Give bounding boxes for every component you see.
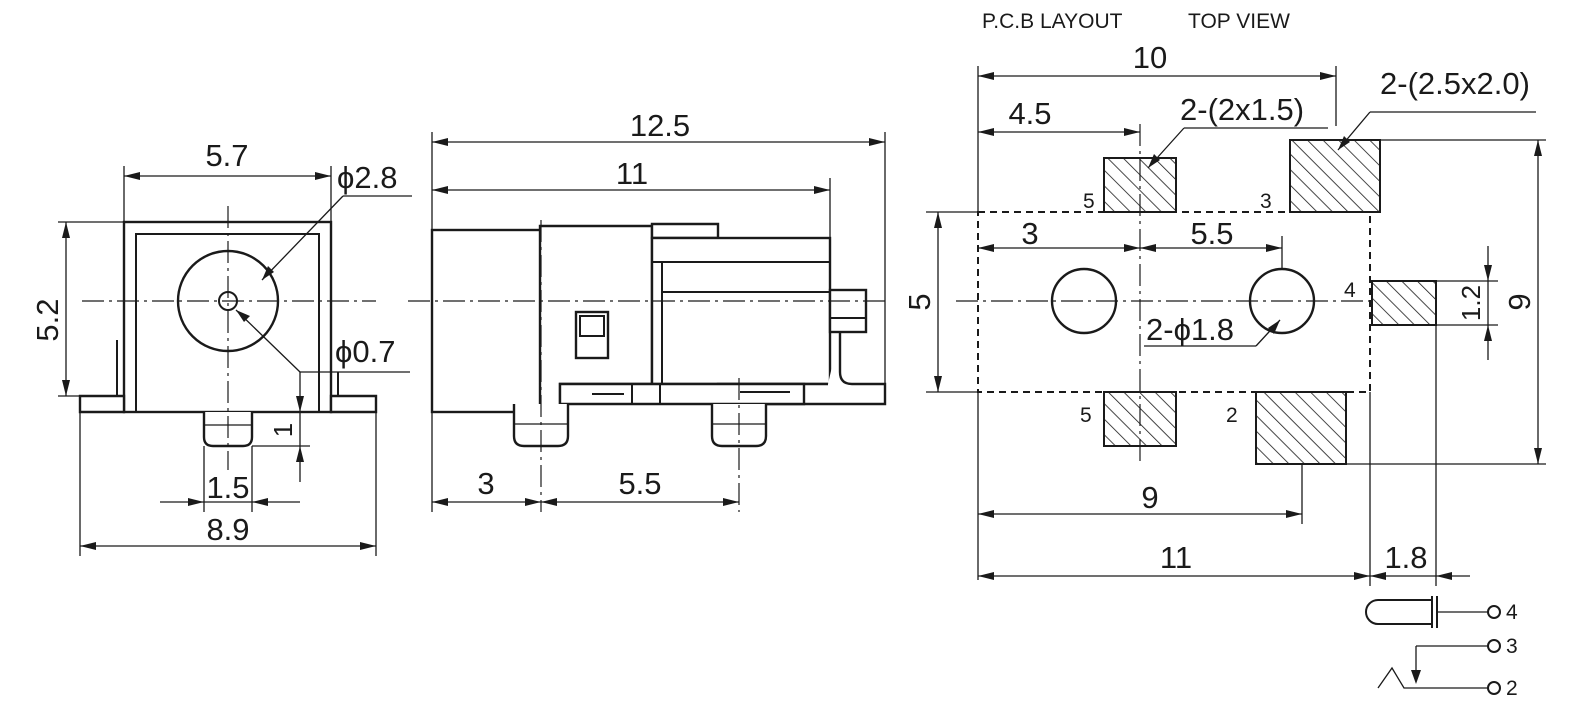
- pin-label-4: 4: [1344, 279, 1356, 302]
- dim-pcb-top-width: 10: [1133, 40, 1167, 75]
- dim-pcb-body-height: 5: [902, 293, 937, 310]
- side-front-sleeve: [430, 228, 544, 414]
- dim-front-height: 5.2: [30, 298, 65, 341]
- side-bottom-base: [558, 382, 806, 406]
- pin-label-5-top: 5: [1083, 190, 1095, 213]
- dim-front-leg: 1: [268, 423, 298, 437]
- dim-pcb-bottom-span: 9: [1141, 480, 1158, 515]
- dim-side-overall-length: 12.5: [630, 108, 690, 143]
- dim-front-leg-width: 1.5: [206, 470, 249, 505]
- side-view: 12.5 11 3 5.5: [408, 108, 890, 512]
- title-top-view: TOP VIEW: [1188, 10, 1290, 33]
- pin-label-2: 2: [1226, 404, 1238, 427]
- dim-pcb-large-pads: 2-(2.5x2.0): [1380, 66, 1530, 101]
- pcb-layout-view: P.C.B LAYOUT TOP VIEW 5 3 4 5 2 10 4: [902, 10, 1546, 586]
- dim-pcb-pad-offset: 4.5: [1008, 96, 1051, 131]
- schematic-terminal-2: [1487, 681, 1501, 695]
- schematic-pin-4: 4: [1506, 601, 1518, 624]
- front-left-foot: [78, 394, 126, 414]
- dim-front-overall-width: 8.9: [206, 512, 249, 547]
- schematic-terminal-3: [1487, 639, 1501, 653]
- schematic-pin-3: 3: [1506, 635, 1518, 658]
- side-rear-contact: [828, 288, 868, 334]
- dim-side-body-length: 11: [616, 156, 648, 191]
- dim-pcb-overall-height: 9: [1502, 293, 1537, 310]
- dim-pcb-hole-pitch: 5.5: [1190, 216, 1233, 251]
- schematic-plug: [1365, 599, 1432, 625]
- dim-pcb-bottom-width: 11: [1160, 540, 1192, 575]
- front-right-foot: [329, 394, 378, 414]
- side-top-latch: [650, 222, 720, 240]
- pcb-pad-3: [1289, 139, 1381, 213]
- dim-side-pin-offset: 3: [477, 466, 494, 501]
- dim-pcb-holes: 2-ϕ1.8: [1146, 312, 1234, 347]
- title-pcb-layout: P.C.B LAYOUT: [982, 10, 1123, 33]
- pcb-pad-2: [1255, 391, 1347, 465]
- pcb-pad-4: [1371, 280, 1437, 326]
- schematic-spring-contact: [1377, 666, 1488, 689]
- dim-pcb-hole-offset: 3: [1021, 216, 1038, 251]
- dim-front-hole-diameter: ϕ2.8: [337, 160, 397, 195]
- schematic-terminal-4: [1487, 605, 1501, 619]
- pin-label-3: 3: [1260, 190, 1272, 213]
- dim-front-width-top: 5.7: [205, 138, 248, 173]
- dim-front-pin-diameter: ϕ0.7: [335, 334, 395, 369]
- schematic-symbol: 4 3 2: [1365, 596, 1518, 700]
- dim-pcb-tab-length: 1.8: [1384, 540, 1427, 575]
- dim-pcb-small-pads: 2-(2x1.5): [1180, 92, 1304, 127]
- pin-label-5-bottom: 5: [1080, 404, 1092, 427]
- side-rear-body: [650, 236, 832, 386]
- front-view: 5.7 ϕ2.8 ϕ0.7 5.2 1 1.5: [30, 138, 412, 556]
- dim-pcb-pad4-height: 1.2: [1456, 285, 1486, 321]
- dim-side-pin-pitch: 5.5: [618, 466, 661, 501]
- schematic-pin-2: 2: [1506, 677, 1518, 700]
